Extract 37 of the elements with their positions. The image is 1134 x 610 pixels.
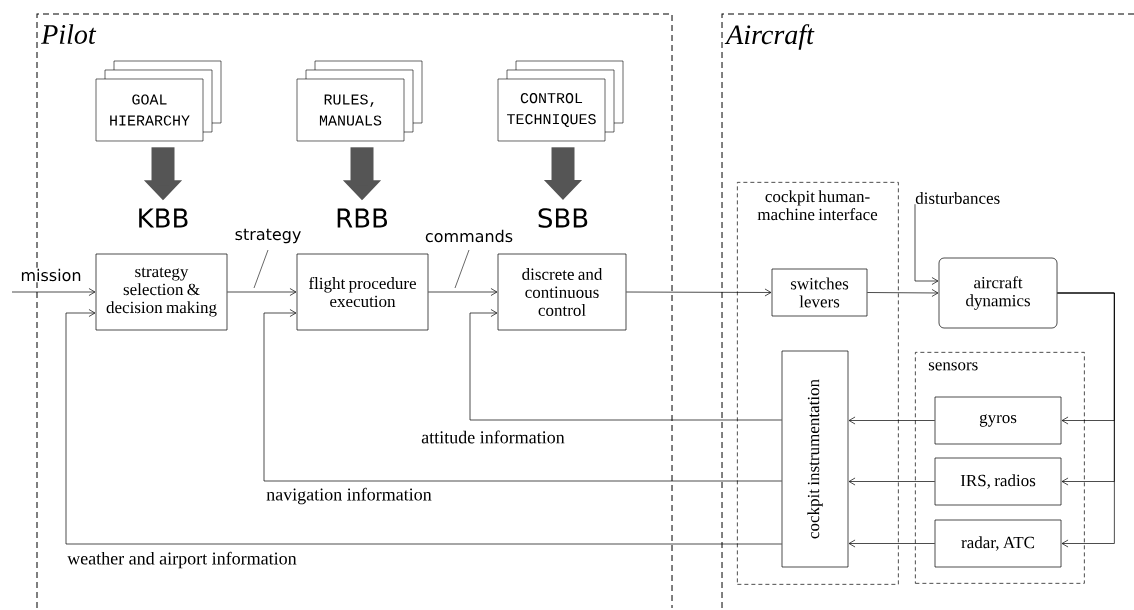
edge-label: navigation information <box>265 486 433 506</box>
arrow <box>428 288 498 296</box>
process-box: switches levers <box>771 268 868 317</box>
level-label: KBB <box>139 208 188 228</box>
arrow <box>263 309 782 482</box>
arrow <box>1057 292 1115 548</box>
arrow <box>848 539 935 548</box>
edge-label: commands <box>423 228 515 244</box>
process-box: strategy selection & decision making <box>95 253 228 331</box>
edge-label: attitude information <box>420 429 566 445</box>
arrow <box>469 309 782 421</box>
process-box: gyros <box>934 396 1062 445</box>
process-box: cockpit instrumentation <box>781 350 849 568</box>
input-text: disturbances <box>915 192 1000 204</box>
level-label: RBB <box>337 208 388 228</box>
document-stack: RULES, MANUALS <box>296 60 423 142</box>
region-title: Aircraft <box>724 24 815 50</box>
edge-label: strategy <box>233 227 303 245</box>
arrow <box>227 288 297 296</box>
arrow <box>626 288 772 297</box>
arrow <box>867 289 939 297</box>
process-box: discrete and continuous control <box>497 253 627 331</box>
document-stack: GOAL HIERARCHY <box>95 60 222 142</box>
arrow <box>848 416 935 425</box>
document-stack: CONTROL TECHNIQUES <box>497 60 624 142</box>
region-title: Pilot <box>41 24 97 44</box>
arrow <box>11 288 96 296</box>
rounded-box: aircraft dynamics <box>938 257 1058 329</box>
process-box: IRS, radios <box>934 457 1062 506</box>
edge-label: weather and airport information <box>66 550 298 570</box>
edge-label: mission <box>19 267 83 283</box>
process-box: radar, ATC <box>934 519 1062 568</box>
arrow <box>65 309 782 545</box>
process-box: flight procedure execution <box>296 253 429 331</box>
level-label: SBB <box>538 208 588 228</box>
arrow <box>914 203 939 285</box>
arrow <box>848 477 935 486</box>
